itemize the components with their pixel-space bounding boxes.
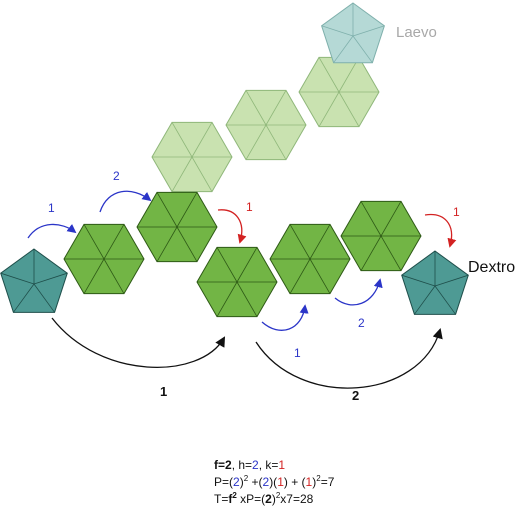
dextro-label: Dextro — [468, 259, 515, 276]
step-red-1-a: 1 — [246, 200, 253, 214]
step-red-1-b: 1 — [453, 205, 460, 219]
step-black-2: 2 — [352, 388, 359, 403]
step-blue-1-top: 1 — [48, 201, 55, 215]
blue-arrow-1-bottom — [261, 304, 309, 331]
light-hexagon — [151, 121, 233, 193]
step-blue-1-bottom: 1 — [294, 346, 301, 360]
light-hexagon — [225, 89, 307, 161]
pentagon-left — [0, 248, 68, 313]
red-arrow-1-b — [424, 213, 457, 248]
formula-line-2: P=(2)2 +(2)(1) + (1)2=7 — [214, 474, 335, 490]
pentagon-dextro — [401, 250, 469, 315]
light-hexagon — [298, 56, 380, 128]
black-arrow-2 — [255, 328, 443, 389]
blue-arrow-2-top — [99, 190, 152, 213]
pentagon-laevo — [321, 2, 385, 64]
black-arrow-1 — [51, 317, 226, 368]
dextro-hexagon-row — [63, 191, 422, 318]
laevo-label: Laevo — [396, 24, 437, 41]
formula-line-3: T=f2 xP=(2)2x7=28 — [214, 491, 314, 507]
blue-arrow-2-bottom — [334, 278, 383, 306]
laevo-hexagon-row — [151, 56, 380, 193]
dark-hexagon — [340, 200, 422, 272]
blue-arrow-1-top — [27, 223, 77, 239]
formula-line-1: f=2, h=2, k=1 — [214, 458, 286, 472]
red-arrow-1-a — [217, 209, 247, 244]
dark-hexagon — [136, 191, 218, 263]
dark-hexagon — [196, 246, 278, 318]
step-blue-2-top: 2 — [113, 169, 120, 183]
pentagons — [0, 2, 469, 315]
step-blue-2-bottom: 2 — [358, 316, 365, 330]
dark-hexagon — [63, 223, 145, 295]
step-black-1: 1 — [160, 384, 167, 399]
dark-hexagon — [269, 223, 351, 295]
